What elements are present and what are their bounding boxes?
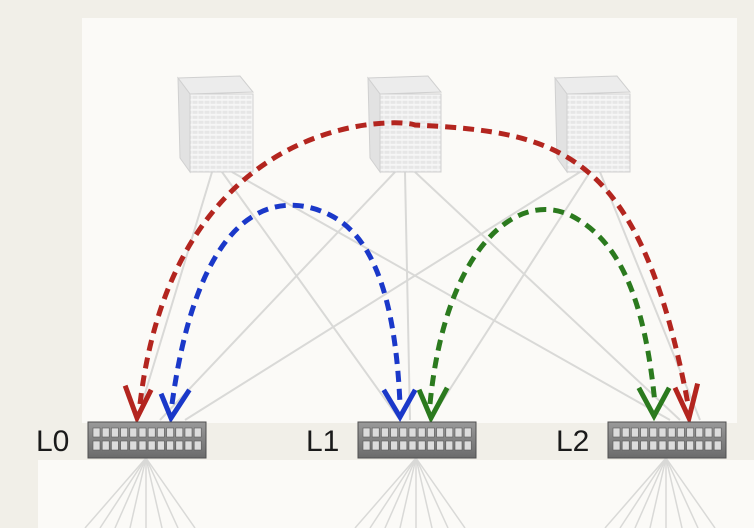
link-s0-l0 (136, 171, 213, 421)
leaf-label-l2: L2 (556, 425, 589, 458)
leaf-switch-l1-icon (357, 421, 477, 459)
leaf-label-l0: L0 (36, 425, 69, 458)
link-s2-l0 (184, 171, 581, 421)
link-s0-l2 (231, 171, 671, 421)
spine-s2-rack-icon (554, 75, 632, 174)
link-s1-l0 (159, 171, 396, 421)
link-s1-l2 (414, 171, 681, 421)
link-s0-l1 (221, 171, 401, 421)
blue-flow-path (169, 202, 403, 405)
red-arrowhead-l2 (672, 382, 701, 426)
leaf-switch-l0-icon (87, 421, 207, 459)
green-arrowhead-l1 (416, 386, 450, 424)
blue-arrowhead-l1 (381, 388, 418, 422)
blue-arrowhead-l0 (158, 388, 192, 424)
spine-s0-rack-icon (177, 75, 255, 174)
red-arrowhead-l0 (122, 384, 154, 425)
green-arrowhead-l2 (636, 386, 672, 422)
leaf-switch-l2-icon (607, 421, 727, 459)
server-downlinks (84, 457, 716, 528)
link-s1-l1 (404, 171, 411, 421)
leaf-label-l1: L1 (306, 425, 339, 458)
green-flow-path (427, 207, 658, 405)
red-flow-path (137, 120, 691, 405)
fabric-links (136, 171, 701, 421)
